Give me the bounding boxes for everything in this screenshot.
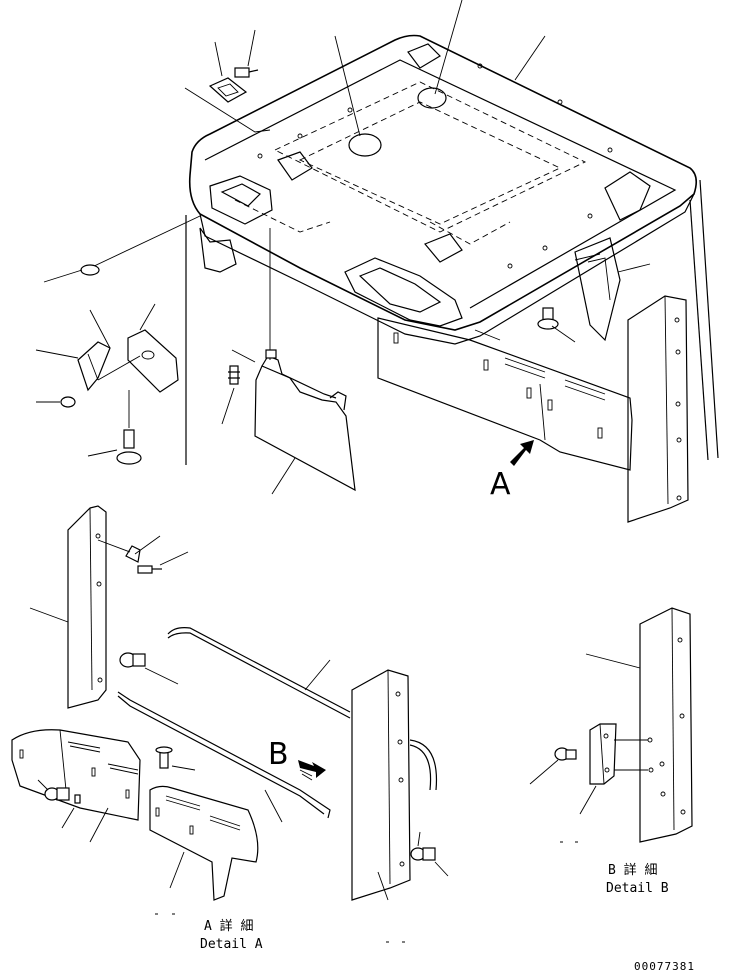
detail-b-jp: B 詳 細 [608,862,657,878]
detail-b-en: Detail B [606,881,669,896]
view-b-letter: B [268,737,289,772]
hanging-panel [221,228,356,495]
view-a-indicator: A [490,440,534,502]
front-lower-panel [377,317,633,471]
left-mount-assembly [35,215,201,465]
view-a-letter: A [490,467,511,502]
pillar-bracket-upper-right [627,295,689,523]
detail-b: B 詳 細 Detail B [529,607,693,896]
detail-a-jp: A 詳 細 [204,918,253,934]
detail-a-en: Detail A [200,937,263,952]
top-clip-parts [184,0,651,273]
drawing-number: 00077381 [634,960,695,973]
roof-bolt [537,307,576,343]
detail-a: B A 詳 細 Detail A [11,505,449,952]
cab-roof [185,34,719,465]
